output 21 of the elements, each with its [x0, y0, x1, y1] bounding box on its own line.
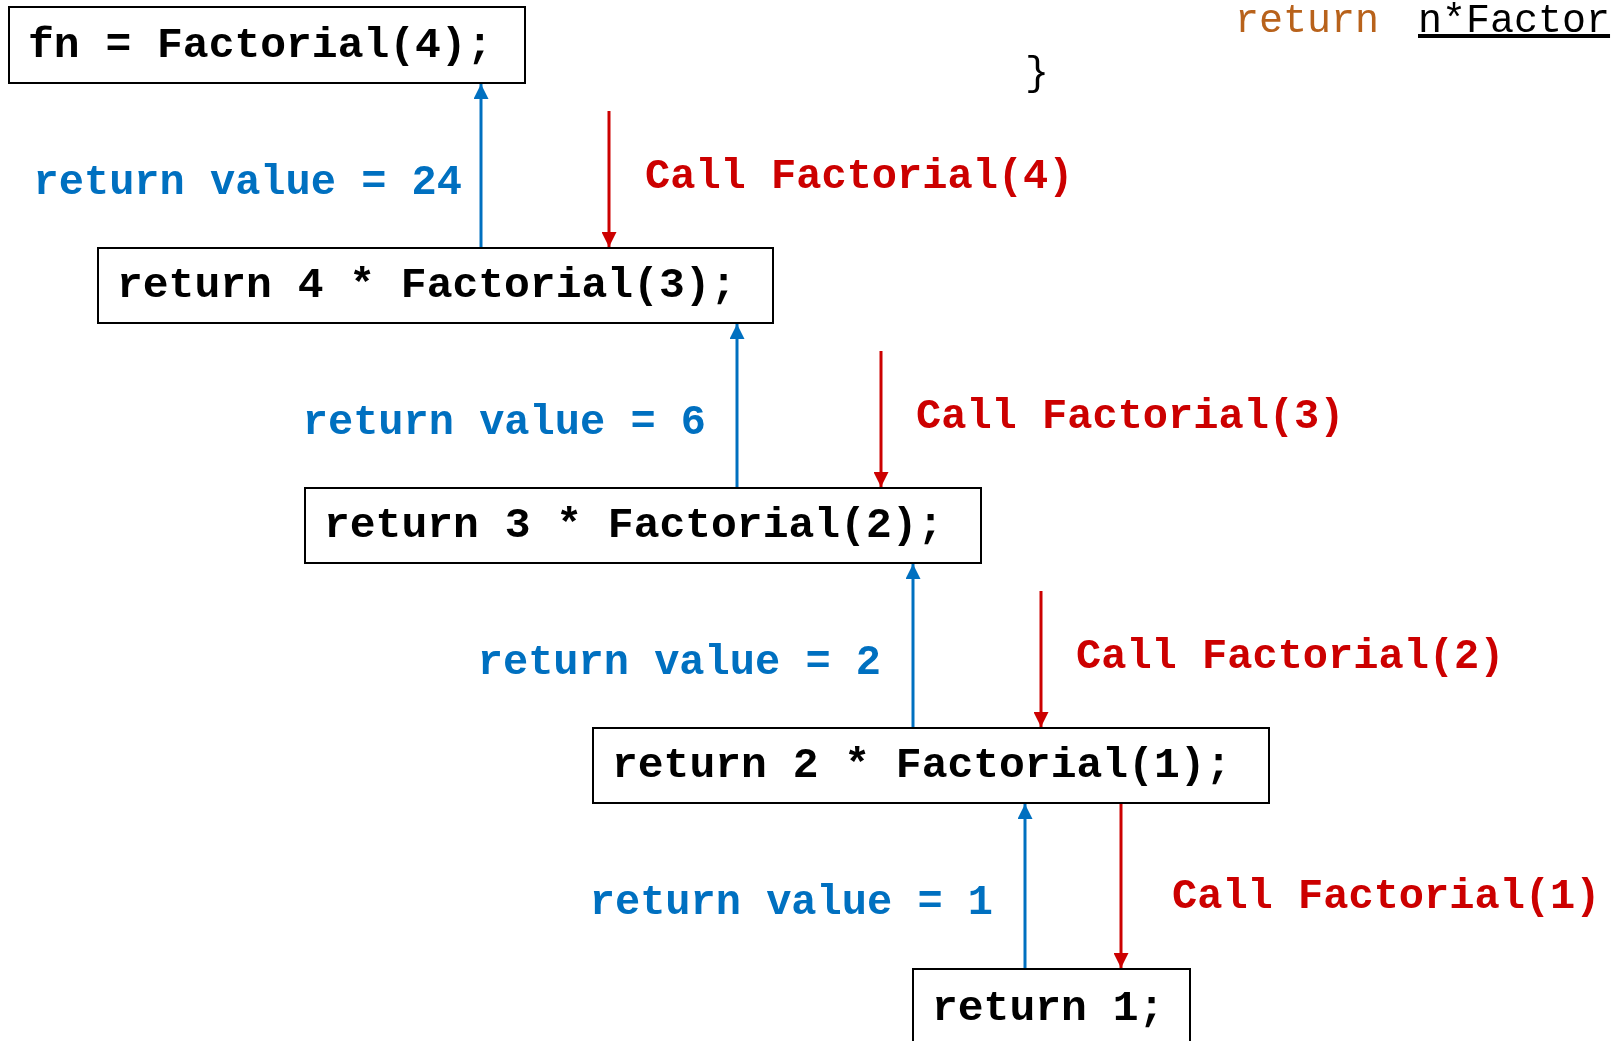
code-box — [97, 247, 774, 324]
code-keyword: return — [1235, 2, 1380, 42]
code-text: return 3 * Factorial(2); — [324, 501, 944, 550]
code-text: return 1; — [932, 983, 1165, 1033]
code-text: return 4 * Factorial(3); — [117, 261, 737, 310]
code-text: n*Factor — [1418, 2, 1611, 42]
arrow — [1017, 804, 1033, 968]
code-box — [304, 487, 982, 564]
code-box — [912, 968, 1191, 1041]
closing-brace: } — [1025, 55, 1049, 95]
code-box — [592, 727, 1270, 804]
arrow — [729, 324, 745, 487]
code-text: fn = Factorial(4); — [28, 20, 493, 70]
arrow — [873, 351, 889, 487]
arrow — [601, 111, 617, 247]
arrow — [1033, 591, 1049, 727]
arrow — [905, 564, 921, 727]
code-box — [8, 6, 526, 84]
code-text: return 2 * Factorial(1); — [612, 741, 1232, 790]
arrow — [1113, 804, 1129, 968]
arrow — [473, 84, 489, 247]
